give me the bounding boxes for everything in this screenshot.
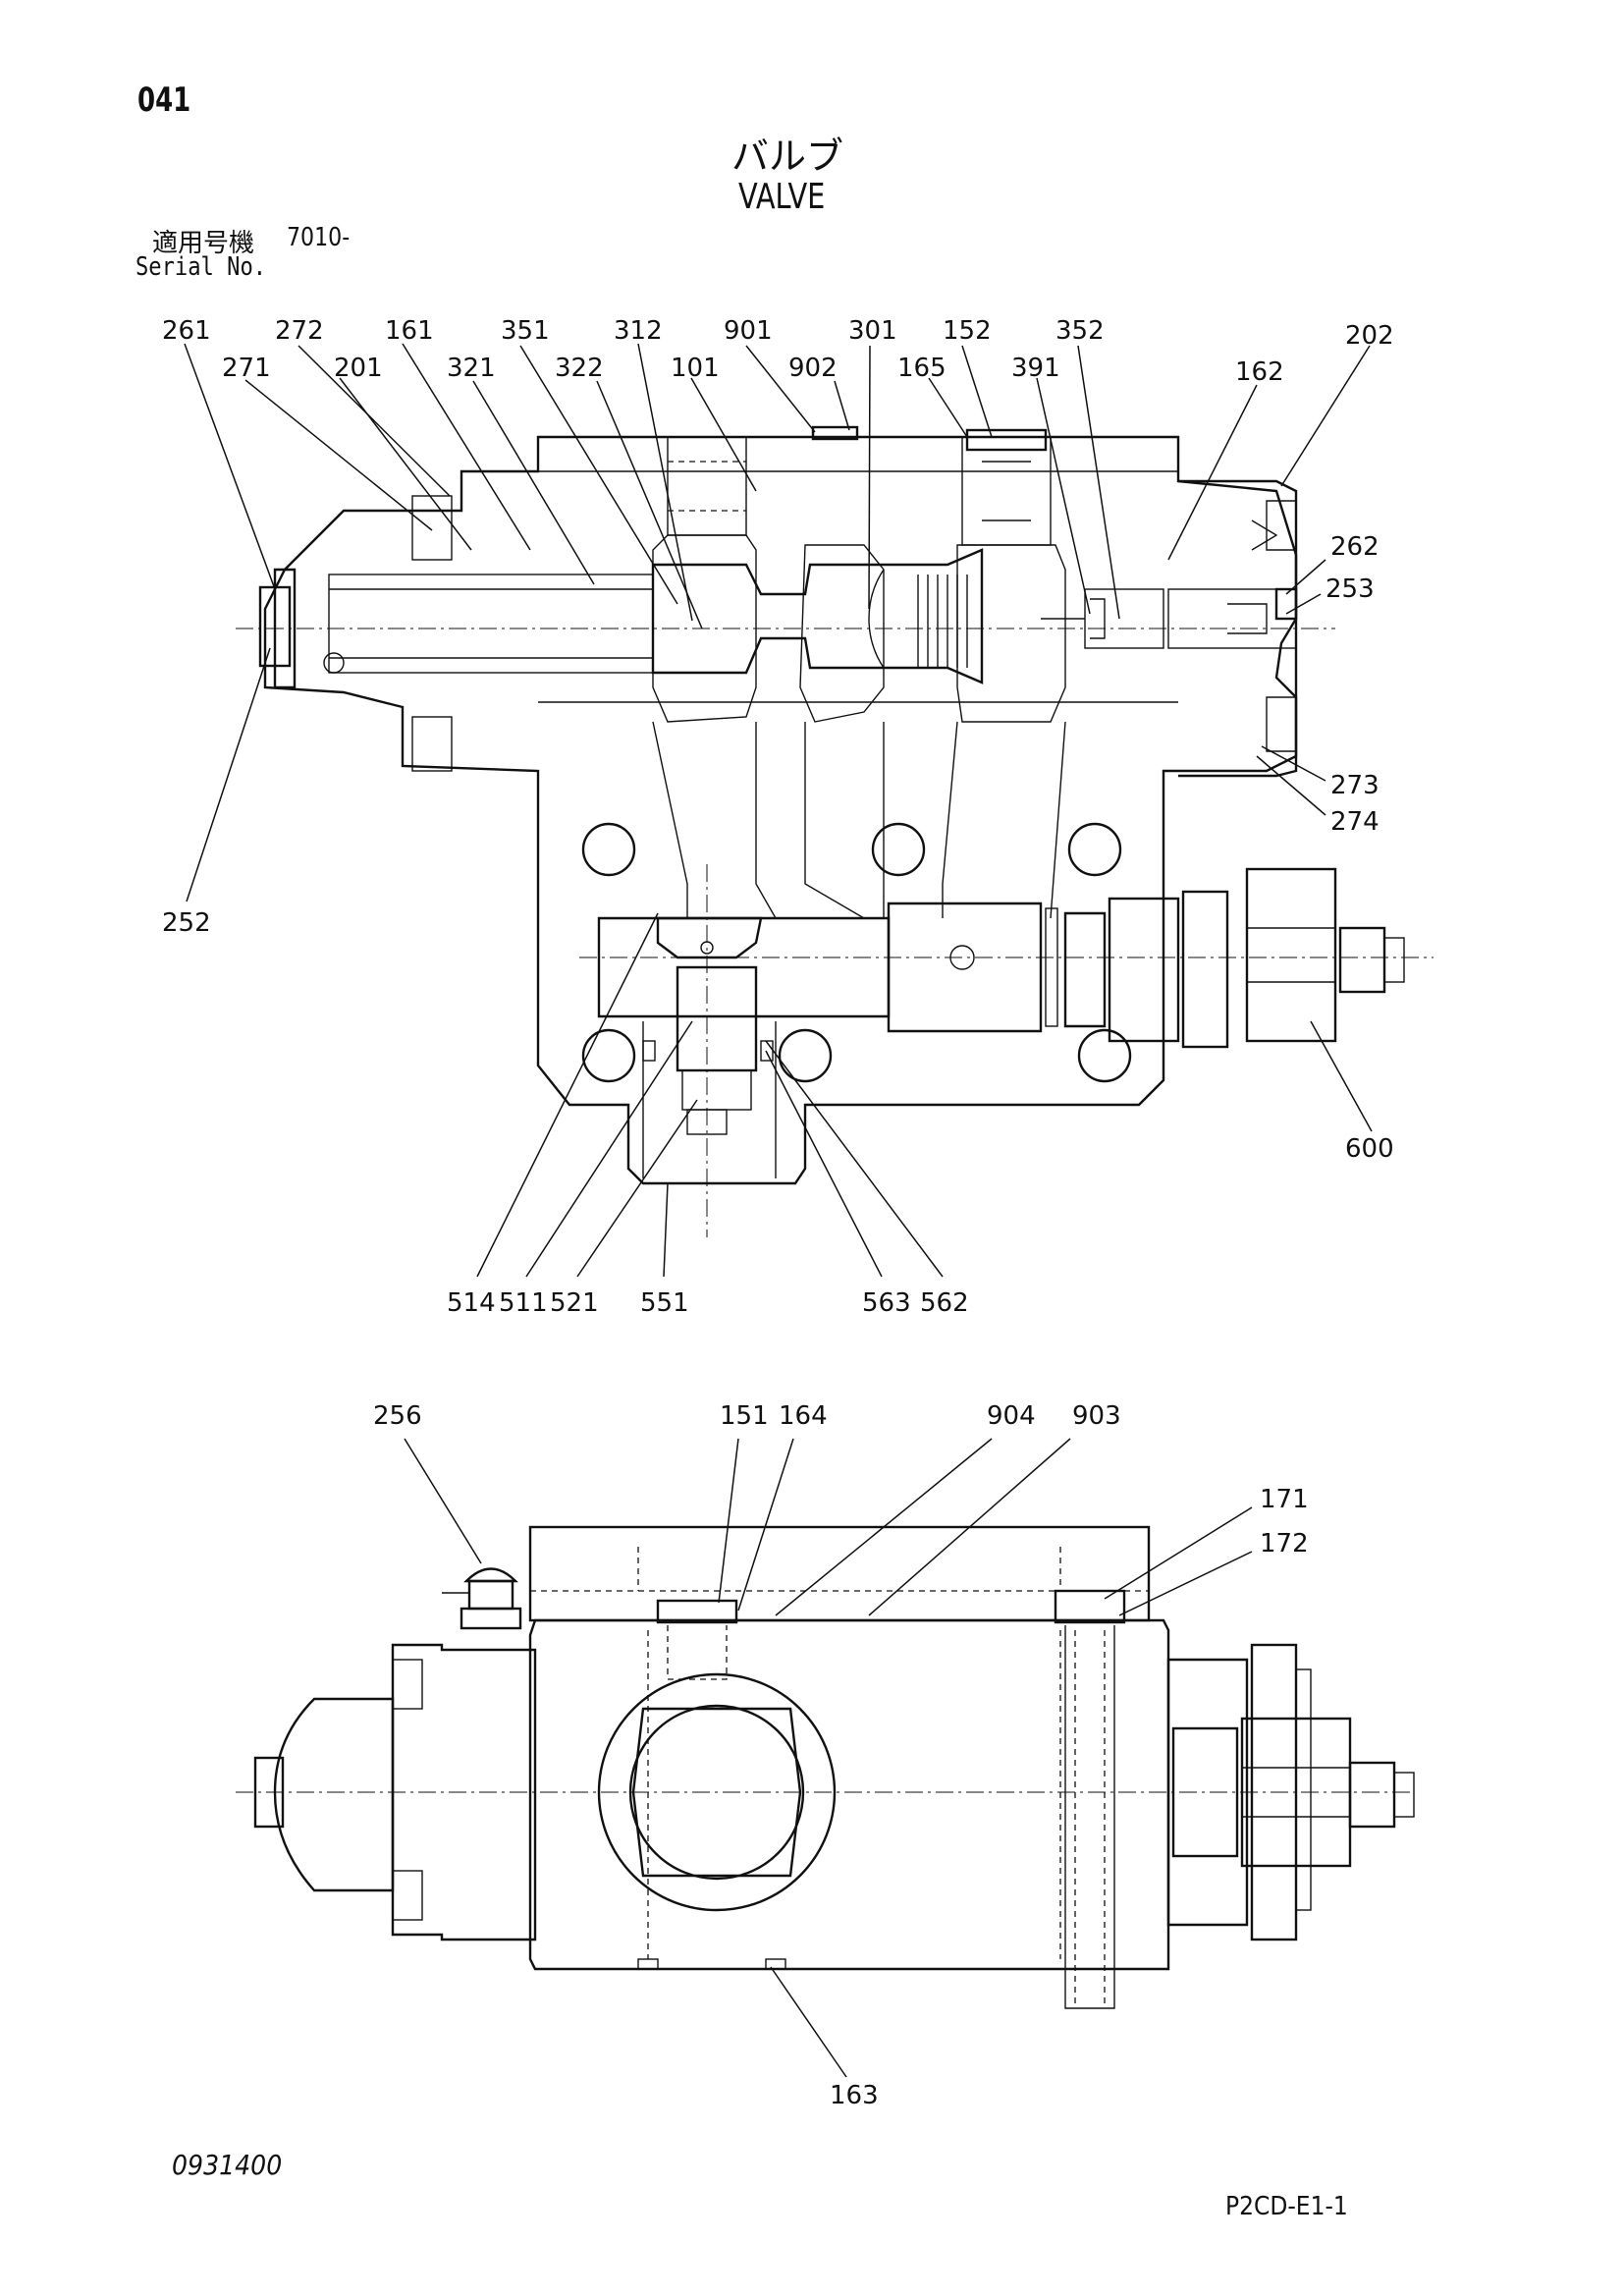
external-callouts: 256 151 164 904 903 171 172 163	[373, 1401, 1309, 2110]
callout-273: 273	[1330, 771, 1380, 800]
page-number: 041	[137, 81, 191, 120]
callout-600: 600	[1345, 1134, 1394, 1164]
external-leaders	[404, 1438, 1253, 2078]
callout-511: 511	[499, 1288, 548, 1318]
serial-label-english: Serial No.	[135, 252, 267, 282]
callout-151: 151	[720, 1401, 769, 1431]
callout-274: 274	[1330, 807, 1380, 837]
callout-351: 351	[501, 316, 550, 346]
section-leaders	[184, 343, 1373, 1278]
title-english: VALVE	[738, 177, 826, 217]
callout-201: 201	[334, 354, 383, 383]
document-number: 0931400	[172, 2149, 283, 2181]
callout-161: 161	[385, 316, 434, 346]
callout-256: 256	[373, 1401, 422, 1431]
callout-253: 253	[1325, 574, 1375, 604]
callout-312: 312	[614, 316, 663, 346]
callout-272: 272	[275, 316, 324, 346]
callout-551: 551	[640, 1288, 689, 1318]
serial-range: 7010-	[287, 223, 351, 252]
callout-271: 271	[222, 354, 271, 383]
callout-514: 514	[447, 1288, 496, 1318]
callout-391: 391	[1011, 354, 1060, 383]
callout-262: 262	[1330, 532, 1380, 562]
callout-903: 903	[1072, 1401, 1121, 1431]
callout-162: 162	[1235, 357, 1284, 387]
callout-902: 902	[788, 354, 838, 383]
sheet-id: P2CD-E1-1	[1225, 2192, 1348, 2221]
callout-164: 164	[779, 1401, 828, 1431]
callout-352: 352	[1055, 316, 1105, 346]
section-callouts: 261 272 271 201 161 321 351 312 322 101 …	[162, 316, 1394, 1318]
callout-101: 101	[671, 354, 720, 383]
serial-label-japanese: 適用号機	[152, 229, 255, 258]
title-japanese: バルブ	[731, 135, 844, 178]
callout-165: 165	[897, 354, 947, 383]
callout-301: 301	[848, 316, 897, 346]
callout-252: 252	[162, 908, 211, 938]
callout-163: 163	[830, 2081, 879, 2110]
callout-563: 563	[862, 1288, 911, 1318]
callout-171: 171	[1260, 1485, 1309, 1514]
callout-202: 202	[1345, 321, 1394, 351]
callout-562: 562	[920, 1288, 969, 1318]
callout-321: 321	[447, 354, 496, 383]
section-view	[236, 425, 1434, 1237]
callout-172: 172	[1260, 1529, 1309, 1558]
callout-904: 904	[987, 1401, 1036, 1431]
callout-901: 901	[724, 316, 773, 346]
callout-322: 322	[555, 354, 604, 383]
callout-521: 521	[550, 1288, 599, 1318]
callout-261: 261	[162, 316, 211, 346]
callout-152: 152	[943, 316, 992, 346]
external-view	[236, 1525, 1415, 2009]
